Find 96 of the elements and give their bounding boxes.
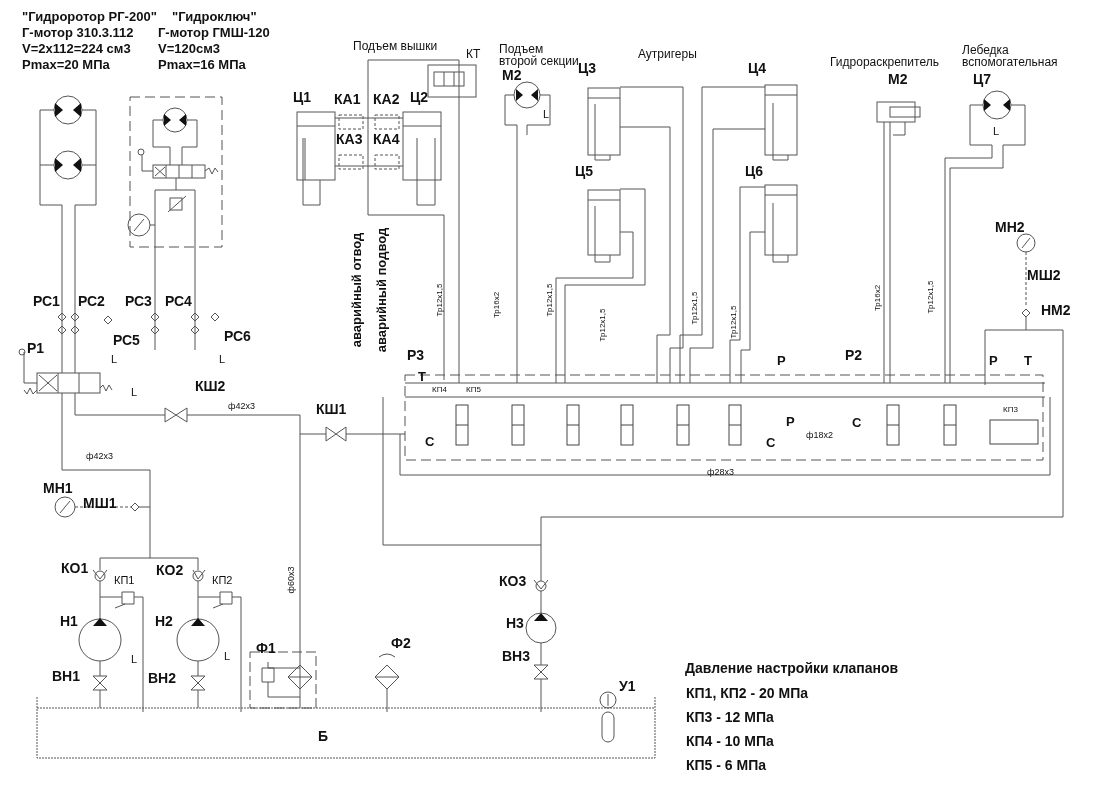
component-label: ВН3	[502, 649, 530, 665]
component-label: КА4	[373, 132, 400, 148]
component-label: Н3	[506, 616, 524, 632]
port-label: Р	[989, 354, 998, 369]
component-label: Н1	[60, 614, 78, 630]
port-label: L	[131, 653, 138, 666]
pipe-size-label: ф60х3	[287, 566, 297, 594]
component-label: ВН2	[148, 671, 176, 687]
pipe-size-label: Тр12х1,5	[598, 308, 608, 342]
heading-text: Подъем вышки	[353, 40, 438, 54]
pipe-size-label: Тр12х1,5	[926, 280, 936, 314]
port-label: С	[852, 416, 862, 431]
port-label: L	[993, 125, 1000, 138]
component-label: КА3	[336, 132, 363, 148]
component-label: Ф2	[391, 636, 411, 652]
component-label: Ц4	[748, 61, 766, 77]
component-label: РС1	[33, 294, 60, 310]
heading-text: Г-мотор 310.3.112	[22, 26, 134, 41]
heading-text: Гидрораскрепитель	[830, 56, 939, 70]
component-label: КА2	[373, 92, 400, 108]
port-label: Р	[786, 415, 795, 430]
note-text: аварийный подвод	[374, 227, 390, 353]
note-text: КП3 - 12 МПа	[686, 710, 774, 726]
component-label: МН2	[995, 220, 1025, 236]
pipe-size-label: Тр16х2	[873, 284, 883, 312]
port-label: L	[224, 650, 231, 663]
heading-text: Pmax=20 МПа	[22, 58, 110, 73]
note-text: Давление настройки клапанов	[685, 661, 899, 677]
pipe-size-label: Тр12х1,5	[690, 291, 700, 325]
note-text: КП4 - 10 МПа	[686, 734, 774, 750]
component-label: Ц6	[745, 164, 763, 180]
heading-text: Аутригеры	[638, 48, 697, 62]
component-label: МШ1	[83, 496, 117, 512]
heading-text: "Гидроротор РГ-200"	[22, 10, 157, 25]
port-label: Р	[777, 354, 786, 369]
component-label: Н2	[155, 614, 173, 630]
component-label: М2	[888, 72, 908, 88]
heading-text: Pmax=16 МПа	[158, 58, 246, 73]
component-label: РС6	[224, 329, 251, 345]
component-label: У1	[619, 679, 636, 695]
component-label: Ц1	[293, 90, 311, 106]
heading-text: V=2х112=224 см3	[22, 42, 131, 57]
pipe-size-label: ф18х2	[806, 431, 833, 441]
component-label: КШ1	[316, 402, 347, 418]
component-label: КП3	[1003, 406, 1018, 415]
port-label: С	[766, 436, 776, 451]
component-label: КО1	[61, 561, 89, 577]
port-label: L	[219, 353, 226, 366]
pipe-size-label: ф28х3	[707, 468, 734, 478]
component-label: КШ2	[195, 379, 226, 395]
component-label: КП2	[212, 574, 233, 587]
component-label: Ц7	[973, 72, 991, 88]
pipe-size-label: ф42х3	[86, 452, 113, 462]
component-label: МН1	[43, 481, 73, 497]
component-label: ВН1	[52, 669, 80, 685]
port-label: Т	[1024, 354, 1032, 369]
component-label: КП1	[114, 574, 135, 587]
component-label: М2	[502, 68, 522, 84]
heading-text: Подъем второй секции	[499, 43, 579, 67]
heading-text: V=120см3	[158, 42, 221, 57]
component-label: КА1	[334, 92, 361, 108]
note-text: КП1, КП2 - 20 МПа	[686, 686, 808, 702]
port-label: Т	[418, 370, 426, 385]
component-label: РС2	[78, 294, 105, 310]
component-label: Б	[318, 729, 329, 745]
component-label: Ц5	[575, 164, 593, 180]
component-label: МШ2	[1027, 268, 1061, 284]
pipe-size-label: Тр12х1,5	[729, 305, 739, 339]
port-label: L	[131, 386, 138, 399]
heading-text: "Гидроключ"	[172, 10, 257, 25]
port-label: Р2	[845, 348, 863, 364]
component-label: РС5	[113, 333, 140, 349]
pipe-size-label: Тр12х1,5	[545, 283, 555, 317]
component-label: РС4	[165, 294, 192, 310]
pipe-size-label: Тр16х2	[492, 291, 502, 319]
component-label: КО2	[156, 563, 184, 579]
component-label: Ц3	[578, 61, 596, 77]
port-label: Р3	[407, 348, 425, 364]
component-label: РС3	[125, 294, 152, 310]
component-label: КТ	[466, 48, 481, 62]
note-text: аварийный отвод	[349, 232, 365, 348]
pipe-size-label: ф42х3	[228, 402, 255, 412]
heading-text: Лебедка вспомогательная	[962, 44, 1059, 68]
port-label: L	[111, 353, 118, 366]
component-label: КП5	[466, 386, 481, 395]
note-text: КП5 - 6 МПа	[686, 758, 767, 774]
component-label: Ц2	[410, 90, 428, 106]
port-label: L	[543, 108, 550, 121]
component-label: КП4	[432, 386, 447, 395]
component-label: Р1	[27, 341, 45, 357]
component-label: КО3	[499, 574, 527, 590]
component-label: НМ2	[1041, 303, 1071, 319]
pipe-size-label: Тр12х1,5	[435, 283, 445, 317]
port-label: С	[425, 435, 435, 450]
component-label: Ф1	[256, 641, 276, 657]
heading-text: Г-мотор ГМШ-120	[158, 26, 270, 41]
